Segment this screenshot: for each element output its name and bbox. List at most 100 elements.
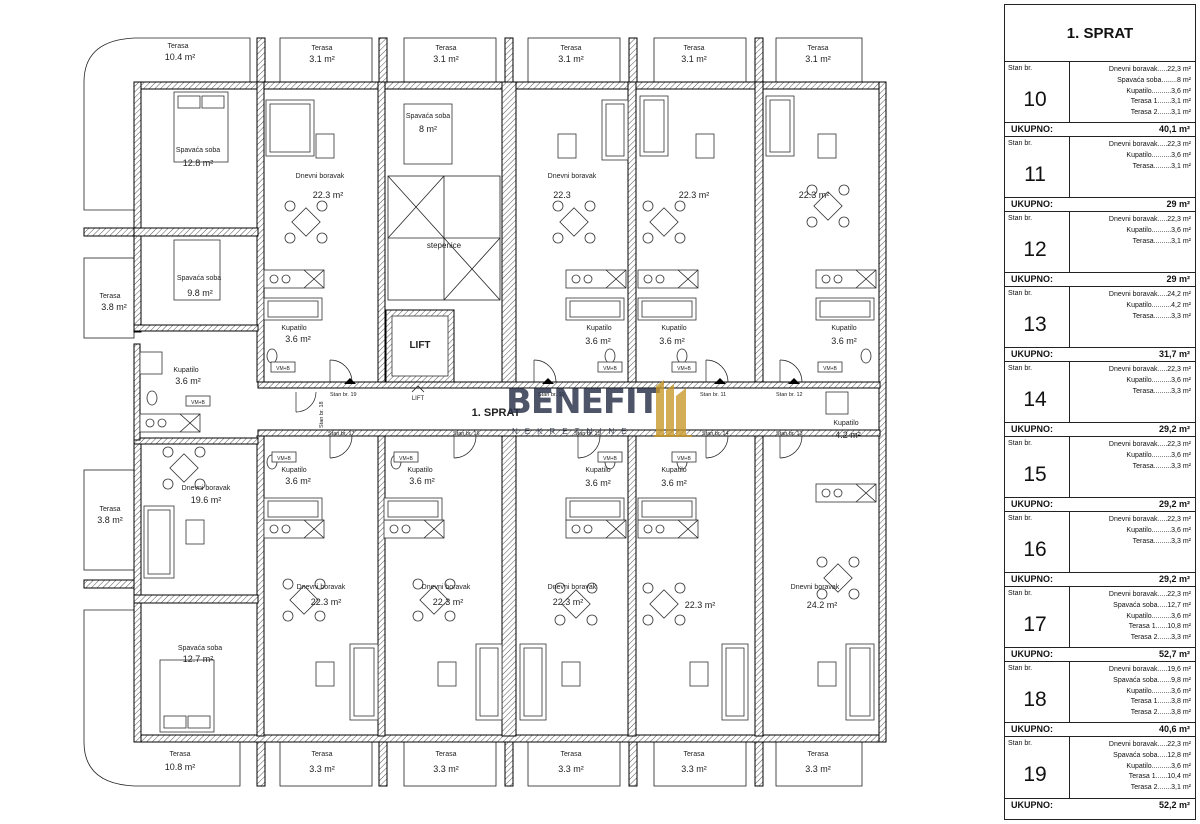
stair-label: stepenice xyxy=(427,241,462,250)
room-area-line: Dnevni boravak.....22,3 m² xyxy=(1108,216,1191,223)
room-area-line: Terasa 1......10,8 m² xyxy=(1128,623,1191,631)
terrace-area: 3.3 m² xyxy=(558,764,584,774)
room-name: Spavaća soba xyxy=(406,113,450,120)
sofa xyxy=(475,643,503,721)
total-value: 40,6 m² xyxy=(1158,724,1190,734)
dining-sets xyxy=(162,184,860,626)
room-area: 22.3 m² xyxy=(313,190,344,200)
total-label: UKUPNO: xyxy=(1011,349,1053,359)
room-area-line: Terasa.........3,1 m² xyxy=(1132,237,1191,245)
washer-box: VM+B xyxy=(393,451,419,463)
unit-total: UKUPNO:29,2 m² xyxy=(1005,497,1195,511)
terrace-area: 10.8 m² xyxy=(165,762,196,772)
unit-number: 13 xyxy=(1023,313,1047,336)
sofa xyxy=(143,505,175,579)
door xyxy=(533,359,557,383)
unit-label: Stan br. xyxy=(1008,365,1033,372)
toilet xyxy=(860,348,872,364)
terrace-area: 3.8 m² xyxy=(101,302,127,312)
room-area-line: Terasa.........3,1 m² xyxy=(1132,162,1191,170)
room-area-line: Terasa 2.......3,1 m² xyxy=(1130,784,1191,792)
door xyxy=(779,359,803,383)
total-label: UKUPNO: xyxy=(1011,724,1053,734)
unit-label: Stan br. xyxy=(1008,215,1033,222)
dining-table xyxy=(642,582,686,626)
room-area-line: Dnevni boravak.....22,3 m² xyxy=(1108,441,1191,448)
washer-label: VM+B xyxy=(276,366,290,372)
kitchen-counter xyxy=(565,519,627,539)
room-area: 19.6 m² xyxy=(191,495,222,505)
door-label: Stan br. 13 xyxy=(776,431,803,437)
entrance-arrow-icon xyxy=(542,378,554,384)
room-name: Dnevni boravak xyxy=(296,173,345,180)
total-value: 29,2 m² xyxy=(1158,499,1190,509)
room-area: 22.3 m² xyxy=(311,597,342,607)
bathtub xyxy=(565,497,625,521)
dining-table xyxy=(284,200,328,244)
kitchen-counter xyxy=(565,269,627,289)
dining-table xyxy=(806,184,850,228)
coffee-table xyxy=(185,519,205,545)
coffee-table xyxy=(315,133,335,159)
bathtub xyxy=(565,297,625,321)
terrace-area: 3.3 m² xyxy=(681,764,707,774)
unit-label: Stan br. xyxy=(1008,665,1033,672)
room-area-line: Kupatilo..........3,6 m² xyxy=(1126,687,1191,695)
room-area-line: Terasa.........3,3 m² xyxy=(1132,462,1191,470)
door xyxy=(705,435,729,459)
room-name: Dnevni boravak xyxy=(548,584,597,591)
unit-total: UKUPNO:31,7 m² xyxy=(1005,347,1195,361)
room-name: Kupatilo xyxy=(585,467,610,474)
room-area-line: Terasa 1......10,4 m² xyxy=(1128,773,1191,781)
entrance-arrow-icon xyxy=(714,378,726,384)
washer-box: VM+B xyxy=(270,361,296,373)
terrace-label: Terasa xyxy=(99,293,120,300)
unit-number: 16 xyxy=(1023,538,1047,561)
terrace-label: Terasa xyxy=(560,751,581,758)
lift-arrow-icon xyxy=(411,385,425,393)
unit-number: 18 xyxy=(1023,688,1047,711)
room-area-line: Kupatilo..........3,6 m² xyxy=(1126,762,1191,770)
room-name: Kupatilo xyxy=(661,467,686,474)
total-label: UKUPNO: xyxy=(1011,649,1053,659)
sofa xyxy=(265,99,315,157)
dining-table xyxy=(642,200,686,244)
terrace-area: 3.8 m² xyxy=(97,515,123,525)
divider xyxy=(1069,737,1070,799)
room-area-line: Terasa 2.......3,1 m² xyxy=(1130,109,1191,117)
coffee-table xyxy=(695,133,715,159)
toilet xyxy=(604,348,616,364)
terrace-label: Terasa xyxy=(311,751,332,758)
room-area-line: Terasa 2.......3,8 m² xyxy=(1130,709,1191,717)
door-label: Stan br. 11 xyxy=(700,392,726,398)
sofa xyxy=(519,643,547,721)
room-name: Dnevni boravak xyxy=(548,173,597,180)
unit-total: UKUPNO:52,7 m² xyxy=(1005,647,1195,661)
shower xyxy=(825,391,849,415)
room-area-line: Dnevni boravak.....19,6 m² xyxy=(1108,666,1191,673)
bottom-terrace-labels: Terasa 10.8 m² Terasa 3.3 m² Terasa 3.3 … xyxy=(165,751,831,774)
door-label: Stan br. 18 xyxy=(319,401,325,428)
door-label: Stan br. 19 xyxy=(330,392,357,398)
room-area: 22.3 xyxy=(553,190,571,200)
terrace-label: Terasa xyxy=(311,45,332,52)
room-area: 9.8 m² xyxy=(187,288,213,298)
total-label: UKUPNO: xyxy=(1011,199,1053,209)
unit-label: Stan br. xyxy=(1008,140,1033,147)
unit-total: UKUPNO:29,2 m² xyxy=(1005,572,1195,586)
door-label: Stan br. 17 xyxy=(328,431,355,437)
shower xyxy=(139,351,163,375)
washer-label: VM+B xyxy=(191,400,205,406)
bathtub xyxy=(263,497,323,521)
room-area: 24.2 m² xyxy=(807,600,838,610)
bathtub xyxy=(637,497,697,521)
room-area: 22.3 m² xyxy=(685,600,716,610)
doors xyxy=(295,359,803,459)
divider xyxy=(1069,62,1070,123)
